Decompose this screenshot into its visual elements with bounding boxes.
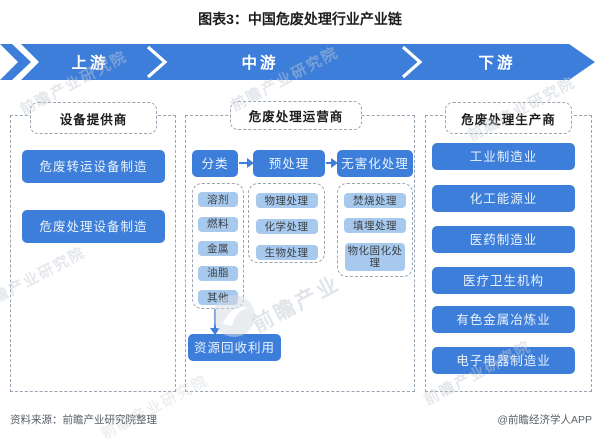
banner-left-chevron (0, 44, 31, 80)
banner-arrow-body (21, 44, 595, 80)
upstream-item: 危废处理设备制造 (22, 210, 165, 243)
classification-group: 溶剂 燃料 金属 油脂 其他 (192, 183, 244, 309)
down-arrow-icon (210, 309, 220, 335)
classification-item: 燃料 (198, 216, 238, 232)
upstream-item: 危废转运设备制造 (22, 150, 165, 183)
flow-step-harmless-treatment: 无害化处理 (337, 150, 413, 177)
harmless-item: 填埋处理 (344, 218, 406, 233)
harmless-treatment-group: 焚烧处理 填埋处理 物化固化处理 (337, 183, 413, 277)
midstream-column-header: 危废处理运营商 (230, 101, 362, 130)
downstream-item: 医药制造业 (432, 226, 575, 253)
downstream-item: 有色金属冶炼业 (432, 306, 575, 333)
right-arrow-icon (326, 158, 338, 168)
banner-ribbon (0, 44, 595, 80)
banner-separator-chevron-icon (146, 45, 168, 79)
downstream-column-header: 危废处理生产商 (445, 102, 572, 134)
source-note: 资料来源：前瞻产业研究院整理 (10, 414, 157, 426)
chart-title: 图表3：中国危废处理行业产业链 (198, 11, 402, 27)
classification-item: 金属 (198, 241, 238, 256)
recycle-box: 资源回收利用 (188, 334, 281, 361)
banner-segment-midstream: 中游 (241, 55, 279, 72)
flow-step-pretreatment: 预处理 (253, 150, 325, 177)
credit-note: @前瞻经济学人APP (497, 414, 592, 426)
upstream-column-header: 设备提供商 (30, 102, 157, 134)
banner-segment-upstream: 上游 (71, 55, 109, 72)
right-arrow-icon (239, 158, 254, 168)
pretreatment-item: 物理处理 (255, 193, 318, 208)
pretreatment-group: 物理处理 化学处理 生物处理 (248, 183, 325, 263)
downstream-item: 电子电器制造业 (432, 347, 575, 374)
classification-item: 油脂 (198, 265, 238, 281)
banner-segment-downstream: 下游 (478, 55, 516, 72)
classification-item: 其他 (198, 290, 238, 305)
banner-separator-chevron-icon (401, 45, 423, 79)
classification-item: 溶剂 (198, 192, 238, 207)
downstream-item: 医疗卫生机构 (432, 267, 575, 294)
harmless-item: 物化固化处理 (345, 243, 405, 271)
harmless-item: 焚烧处理 (344, 193, 406, 208)
pretreatment-item: 化学处理 (255, 219, 318, 234)
downstream-item: 化工能源业 (432, 185, 575, 212)
downstream-item: 工业制造业 (432, 143, 575, 170)
stage-banner: 上游 中游 下游 (0, 44, 600, 80)
pretreatment-item: 生物处理 (255, 245, 318, 260)
flow-step-classification: 分类 (192, 150, 238, 177)
